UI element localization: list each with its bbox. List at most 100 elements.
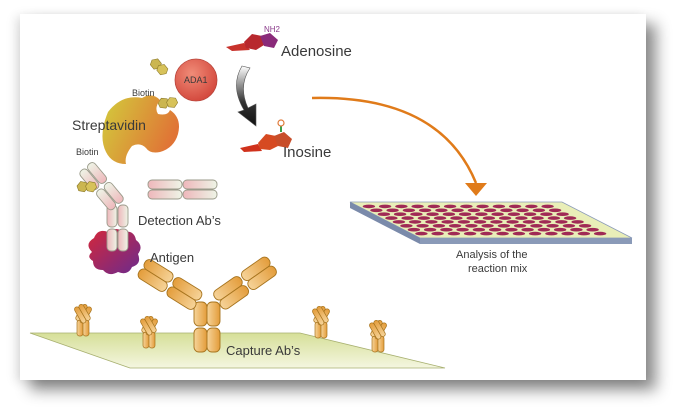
reaction-arrow bbox=[236, 65, 257, 127]
plate-well bbox=[441, 220, 454, 224]
plate-well bbox=[417, 216, 431, 220]
figure-card bbox=[20, 14, 646, 380]
capture-antibody bbox=[368, 318, 388, 353]
plate-well bbox=[465, 224, 478, 228]
plate-well bbox=[411, 204, 424, 209]
plate-well bbox=[492, 204, 506, 209]
plate-well bbox=[425, 220, 438, 224]
biotin-label-top: Biotin bbox=[132, 88, 155, 98]
plate-well bbox=[530, 224, 543, 228]
biotin-molecule bbox=[147, 56, 171, 77]
plate-well bbox=[400, 224, 413, 228]
plate-well bbox=[451, 208, 464, 213]
plate-well bbox=[402, 208, 416, 213]
plate-well bbox=[440, 227, 453, 232]
plate-well bbox=[408, 220, 422, 224]
streptavidin-protein bbox=[102, 95, 179, 164]
plate-well bbox=[443, 204, 457, 209]
capture-antibody-large bbox=[137, 256, 277, 353]
plate-well bbox=[448, 224, 462, 228]
orange-arrowhead bbox=[465, 183, 487, 196]
plate-well bbox=[506, 220, 519, 224]
inosine-label: Inosine bbox=[283, 144, 331, 161]
plate-well bbox=[456, 227, 469, 232]
plate-well bbox=[570, 227, 583, 232]
plate-well bbox=[490, 220, 503, 224]
plate-well bbox=[442, 212, 456, 216]
plate-well bbox=[426, 212, 439, 216]
plate-well bbox=[541, 204, 554, 209]
plate-well bbox=[482, 216, 496, 220]
plate-well bbox=[385, 216, 398, 220]
plate-well bbox=[447, 231, 461, 236]
plate-well bbox=[476, 204, 489, 209]
plate-well bbox=[488, 227, 502, 232]
plate-well bbox=[556, 212, 569, 216]
plate-well bbox=[497, 224, 511, 228]
plate-well bbox=[522, 220, 536, 224]
plate-well bbox=[418, 208, 432, 213]
plate-well bbox=[467, 208, 481, 213]
plate-well bbox=[460, 204, 473, 209]
plate-well bbox=[561, 231, 574, 236]
plate-well bbox=[378, 204, 392, 209]
plate-well bbox=[547, 216, 561, 220]
plate-well bbox=[515, 216, 528, 220]
nh2-label: NH2 bbox=[264, 25, 281, 34]
plate-well bbox=[386, 208, 399, 213]
analysis-label-line1: Analysis of the bbox=[456, 249, 528, 261]
plate-well bbox=[432, 224, 446, 228]
plate-well bbox=[450, 216, 463, 220]
plate-well bbox=[532, 208, 546, 213]
microplate bbox=[349, 201, 633, 244]
plate-well bbox=[401, 216, 414, 220]
plate-well bbox=[586, 227, 599, 232]
plate-well bbox=[475, 212, 488, 216]
streptavidin-label: Streptavidin bbox=[72, 117, 146, 133]
plate-well bbox=[472, 227, 486, 232]
plate-well bbox=[512, 231, 526, 236]
plate-well bbox=[521, 227, 534, 232]
plate-well bbox=[483, 208, 497, 213]
plate-well bbox=[498, 216, 512, 220]
plate-well bbox=[538, 220, 552, 224]
plate-well bbox=[523, 212, 537, 216]
plate-well bbox=[435, 208, 448, 213]
plate-well bbox=[578, 224, 592, 228]
plate-well bbox=[427, 204, 441, 209]
plate-well bbox=[362, 204, 376, 209]
plate-well bbox=[463, 231, 477, 236]
plate-well bbox=[377, 212, 391, 216]
adenosine-label: Adenosine bbox=[281, 43, 352, 60]
plate-well bbox=[577, 231, 591, 236]
detection-antibody bbox=[79, 162, 218, 252]
adenosine-molecule bbox=[226, 33, 278, 51]
plate-well bbox=[531, 216, 544, 220]
plate-well bbox=[540, 212, 553, 216]
plate-well bbox=[431, 231, 444, 236]
capture-abs-label: Capture Ab’s bbox=[226, 343, 301, 358]
plate-well bbox=[415, 231, 428, 236]
antigen-label: Antigen bbox=[150, 250, 194, 265]
plate-well bbox=[516, 208, 529, 213]
plate-well bbox=[395, 204, 408, 209]
plate-well bbox=[571, 220, 584, 224]
biotin-molecule bbox=[156, 92, 180, 114]
plate-well bbox=[392, 220, 406, 224]
biotin-label-bottom: Biotin bbox=[76, 147, 99, 157]
plate-well bbox=[423, 227, 437, 232]
plate-well bbox=[562, 224, 576, 228]
plate-well bbox=[370, 208, 383, 213]
plate-well bbox=[496, 231, 509, 236]
ada1-label: ADA1 bbox=[184, 75, 208, 85]
plate-well bbox=[416, 224, 429, 228]
plate-well bbox=[555, 220, 568, 224]
plate-well bbox=[507, 212, 521, 216]
analysis-label-line2: reaction mix bbox=[468, 263, 528, 275]
plate-well bbox=[500, 208, 513, 213]
detection-abs-label: Detection Ab’s bbox=[138, 213, 221, 228]
plate-well bbox=[525, 204, 538, 209]
ada1-enzyme bbox=[174, 58, 218, 102]
plate-well bbox=[410, 212, 423, 216]
